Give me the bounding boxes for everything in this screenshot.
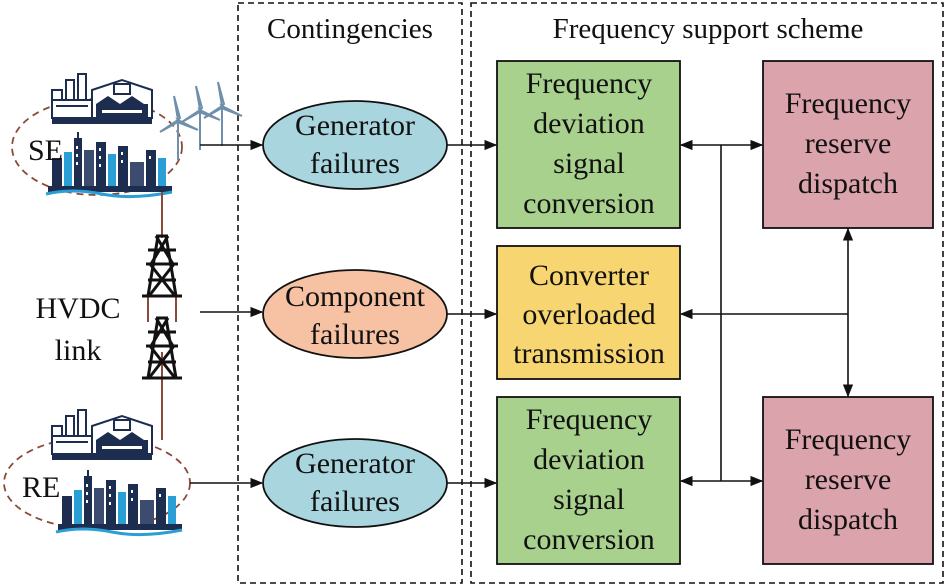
generator-failures-bottom: Generator failures: [262, 438, 448, 528]
wind-turbine-icon: [159, 95, 199, 161]
re-label: RE: [22, 471, 60, 504]
city-icon: [54, 468, 184, 537]
factory-icon: [51, 73, 153, 125]
se-label: SE: [28, 134, 63, 167]
contingencies-header: Contingencies: [267, 13, 433, 45]
svg-text:overloaded: overloaded: [522, 298, 655, 331]
svg-text:deviation: deviation: [533, 443, 645, 476]
wind-turbine-icon: [203, 81, 243, 147]
city-icon: [44, 130, 174, 199]
svg-text:dispatch: dispatch: [798, 503, 898, 536]
svg-text:reserve: reserve: [805, 463, 892, 496]
freq-deviation-conversion-bottom: Frequency deviation signal conversion: [496, 396, 681, 565]
svg-text:reserve: reserve: [805, 127, 892, 160]
hvdc-label-line1: HVDC: [35, 292, 120, 325]
wind-turbine-icon: [181, 85, 221, 151]
svg-text:Frequency: Frequency: [526, 67, 653, 100]
svg-text:dispatch: dispatch: [798, 167, 898, 200]
svg-text:transmission: transmission: [513, 337, 665, 370]
svg-text:Generator: Generator: [295, 447, 415, 480]
generator-failures-top: Generator failures: [262, 100, 448, 190]
svg-text:failures: failures: [310, 485, 400, 518]
svg-text:Converter: Converter: [529, 259, 649, 292]
svg-text:Component: Component: [285, 280, 426, 313]
svg-text:Frequency: Frequency: [526, 403, 653, 436]
frequency-reserve-dispatch-top: Frequency reserve dispatch: [762, 60, 934, 229]
freq-deviation-conversion-top: Frequency deviation signal conversion: [496, 60, 681, 229]
svg-text:signal: signal: [553, 483, 625, 516]
component-failures: Component failures: [262, 269, 448, 359]
svg-text:failures: failures: [310, 147, 400, 180]
frequency-reserve-dispatch-bottom: Frequency reserve dispatch: [762, 396, 934, 565]
svg-text:signal: signal: [553, 147, 625, 180]
transmission-tower-icon: [140, 234, 184, 298]
svg-text:Frequency: Frequency: [785, 423, 912, 456]
scheme-frame: [470, 2, 944, 584]
svg-text:failures: failures: [310, 318, 400, 351]
connectors: [190, 139, 854, 489]
scheme-header: Frequency support scheme: [553, 13, 864, 45]
factory-icon: [51, 409, 153, 461]
converter-overloaded-transmission: Converter overloaded transmission: [496, 245, 681, 380]
hvdc-label-line2: link: [55, 334, 102, 367]
se-grid: SE: [11, 73, 243, 199]
re-grid: RE: [3, 409, 191, 537]
contingencies-frame: [237, 2, 463, 584]
svg-text:conversion: conversion: [523, 187, 655, 220]
svg-text:conversion: conversion: [523, 523, 655, 556]
svg-text:Generator: Generator: [295, 109, 415, 142]
hvdc-link: HVDC link: [35, 192, 184, 440]
svg-text:deviation: deviation: [533, 107, 645, 140]
svg-text:Frequency: Frequency: [785, 87, 912, 120]
